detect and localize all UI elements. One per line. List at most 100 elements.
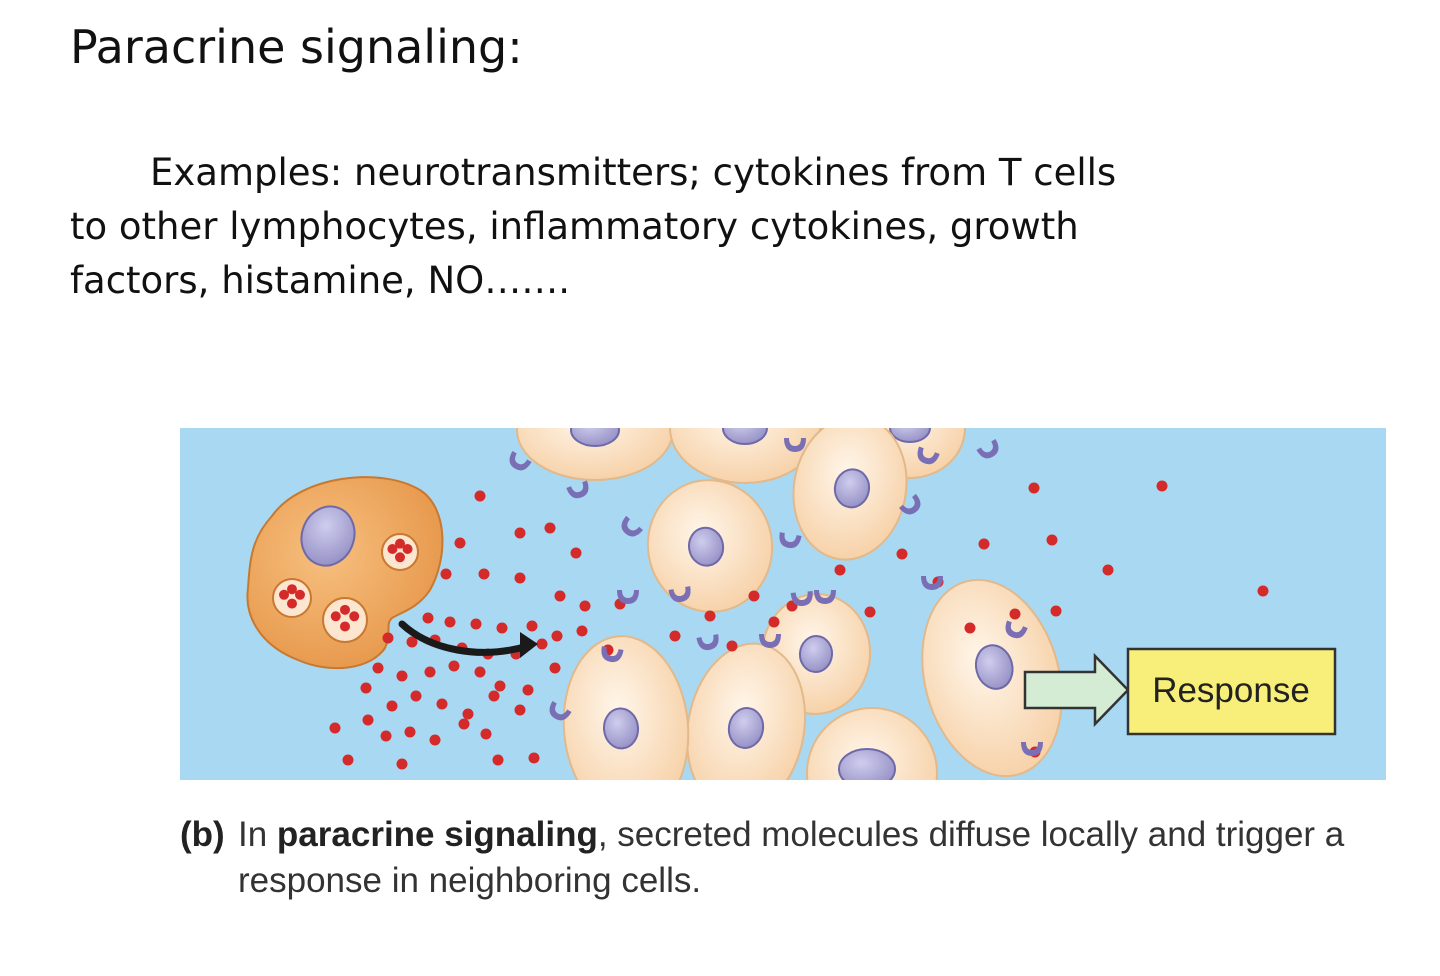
receptor <box>1005 620 1028 639</box>
signal-molecule <box>549 662 561 674</box>
receptor <box>814 590 836 604</box>
examples-text: Examples: neurotransmitters; cytokines f… <box>70 146 1270 308</box>
target-cell <box>562 635 690 780</box>
receptor-shape <box>976 439 999 459</box>
signal-molecule <box>448 660 460 672</box>
vesicle-molecule <box>340 621 350 632</box>
receptor-shape <box>601 646 624 663</box>
receptor <box>1021 742 1043 756</box>
caption-body: In paracrine signaling, secreted molecul… <box>238 812 1358 904</box>
secretory-vesicle <box>381 533 419 571</box>
signal-molecule <box>551 630 563 642</box>
signal-molecule <box>514 704 526 716</box>
signal-molecule <box>1156 480 1168 492</box>
signal-molecule <box>978 538 990 550</box>
signal-molecule <box>576 625 588 637</box>
signal-molecule <box>382 632 394 644</box>
signal-molecule <box>386 700 398 712</box>
signal-molecule <box>474 666 486 678</box>
signal-molecule <box>492 754 504 766</box>
target-cell <box>669 428 821 484</box>
receptor <box>976 439 999 459</box>
paracrine-diagram-svg: Response <box>180 428 1386 780</box>
signal-molecule <box>406 636 418 648</box>
vesicle-molecule <box>330 611 341 622</box>
signal-molecule <box>380 730 392 742</box>
signal-molecule <box>528 752 540 764</box>
vesicle-molecule <box>395 552 405 563</box>
signal-molecule <box>864 606 876 618</box>
receptors <box>509 438 1043 756</box>
receptor <box>759 634 781 648</box>
vesicle-molecule <box>287 584 297 595</box>
target-cell <box>792 428 908 561</box>
signal-molecule <box>410 690 422 702</box>
secretory-vesicle <box>322 597 368 643</box>
response-label: Response <box>1152 671 1310 710</box>
signal-molecule <box>470 618 482 630</box>
receptor <box>899 493 921 515</box>
signal-molecule <box>536 638 548 650</box>
target-cell <box>686 642 806 780</box>
response-arrow <box>1023 652 1130 728</box>
signal-molecule <box>480 728 492 740</box>
signal-molecule <box>454 537 466 549</box>
signal-molecule <box>424 666 436 678</box>
vesicle-molecule <box>395 538 405 549</box>
receptor-shape <box>759 634 781 648</box>
receptor <box>617 590 639 604</box>
secretory-vesicle <box>272 578 312 618</box>
signal-molecule <box>404 726 416 738</box>
signal-molecule <box>478 568 490 580</box>
signal-molecule <box>362 714 374 726</box>
signal-molecule <box>429 734 441 746</box>
diffusion-arrow-head <box>520 632 538 658</box>
examples-line-2: to other lymphocytes, inflammatory cytok… <box>70 205 1079 248</box>
signal-molecule <box>396 758 408 770</box>
receptor <box>790 591 813 606</box>
vesicle-molecule <box>349 611 360 622</box>
signal-molecule <box>360 682 372 694</box>
secreting-cell-nucleus <box>300 505 356 567</box>
signal-molecule <box>396 670 408 682</box>
target-cell <box>806 707 938 780</box>
signal-molecule <box>1102 564 1114 576</box>
signal-molecule <box>436 698 448 710</box>
signal-molecule <box>444 616 456 628</box>
target-cell <box>646 479 774 613</box>
signal-molecule <box>462 708 474 720</box>
target-cell-nucleus <box>889 428 931 443</box>
signal-molecule <box>896 548 908 560</box>
receptor-shape <box>566 480 589 499</box>
target-cell-nucleus <box>974 644 1014 690</box>
vesicle-molecule <box>387 543 398 554</box>
receptor-shape <box>1005 620 1028 639</box>
signal-molecule <box>440 568 452 580</box>
signal-molecule <box>514 527 526 539</box>
receptor-shape <box>917 446 940 465</box>
response-box-rect <box>1126 647 1337 736</box>
receptor-shape <box>814 590 836 604</box>
vesicle-molecule <box>402 543 413 554</box>
signal-molecule <box>1009 608 1021 620</box>
receptor-shape <box>790 591 813 606</box>
paracrine-diagram: Response <box>180 428 1386 780</box>
signal-molecule <box>526 620 538 632</box>
receptor-shape <box>549 701 572 721</box>
signal-molecule <box>704 610 716 622</box>
receptor-shape <box>784 438 806 452</box>
secreting-cell-body <box>246 476 444 670</box>
signal-molecule <box>1046 534 1058 546</box>
target-cell-nucleus <box>833 468 871 509</box>
caption-rest: , secreted molecules diffuse locally and… <box>238 815 1345 900</box>
signal-molecule <box>458 718 470 730</box>
signal-molecule <box>1028 482 1040 494</box>
signal-molecule <box>669 630 681 642</box>
receptor-shape <box>696 634 719 651</box>
target-cell-nucleus <box>838 748 896 780</box>
receptor-shape <box>1021 742 1043 756</box>
receptor <box>621 515 643 537</box>
receptor <box>696 634 719 651</box>
caption-tag: (b) <box>180 815 225 854</box>
signal-molecule <box>514 572 526 584</box>
